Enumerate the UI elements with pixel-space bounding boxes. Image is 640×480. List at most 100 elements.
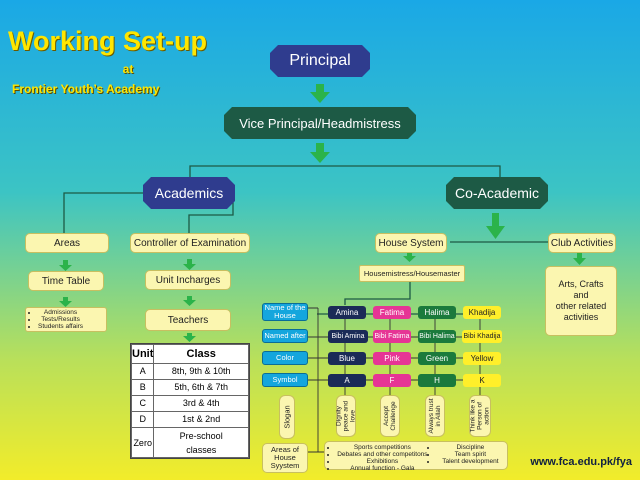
table-cell: B [130, 378, 155, 396]
node-vice-principal: Vice Principal/Headmistress [224, 107, 416, 139]
arts-line-2: and [573, 290, 589, 300]
areas-list: Admissions Tests/Results Students affair… [29, 309, 83, 330]
color-amina: Blue [328, 352, 366, 365]
list-item: Debates and other competitons [337, 451, 428, 458]
list-item: Discipline [437, 444, 504, 451]
house-name-amina: Amina [328, 306, 366, 319]
slogan-fatima: Accept Challenge [380, 395, 400, 437]
arts-line-3: other related [555, 301, 607, 311]
house-name-fatima: Fatima [373, 306, 411, 319]
symbol-halima: H [418, 374, 456, 387]
label-slogan-text: Slogan [282, 405, 292, 429]
house-name-halima: Halima [418, 306, 456, 319]
table-cell: 1st & 2nd [153, 410, 249, 429]
line-housemistress-houses [344, 282, 411, 305]
house-areas-box: Sports competitions Debates and other co… [324, 441, 508, 472]
named-after-khadija: Bibi Khadija [462, 330, 502, 343]
node-house-system: House System [375, 233, 447, 253]
title-at: at [122, 62, 134, 76]
node-club-activities: Club Activities [548, 233, 616, 253]
table-header: Class [153, 344, 249, 364]
label-areas-house-system: Areas of House Syystem [262, 443, 308, 473]
label-symbol: Symbol [262, 373, 308, 387]
arrow-principal-vp [310, 84, 330, 103]
color-halima: Green [418, 352, 456, 365]
symbol-amina: A [328, 374, 366, 387]
line-academics-children [63, 192, 145, 233]
arrow-coacademic-house [486, 213, 505, 239]
house-areas-left-list: Sports competitions Debates and other co… [328, 444, 428, 472]
areas-list-box: Admissions Tests/Results Students affair… [25, 307, 107, 332]
slogan-fatima-text: Accept Challenge [383, 401, 397, 431]
list-item: Exhibitions [337, 458, 428, 465]
arrow-teachers-table [183, 333, 196, 342]
label-house-name: Name of the House [262, 303, 308, 321]
color-fatima: Pink [373, 352, 411, 365]
arts-line-4: activities [563, 312, 599, 322]
node-academics: Academics [143, 177, 235, 209]
named-after-halima: Bibi Halima [418, 330, 456, 343]
node-principal: Principal [270, 45, 370, 77]
table-cell: D [130, 410, 155, 429]
line-vp-academics [189, 165, 501, 180]
table-cell: 8th, 9th & 10th [153, 362, 249, 380]
node-arts: Arts, Crafts and other related activitie… [545, 266, 617, 336]
named-after-fatima: Bibi Fatima [373, 330, 411, 343]
table-header-row: Unit Class [130, 344, 249, 364]
color-khadija: Yellow [463, 352, 501, 365]
slogan-khadija: Think like a Person of action [469, 395, 491, 437]
label-slogan: Slogan [279, 395, 295, 439]
house-areas-right-list: Discipline Team spirit Talent developmen… [428, 444, 504, 465]
label-named-after: Named after [262, 329, 308, 343]
arrow-house-housemistress [403, 250, 416, 262]
slogan-halima: Always trust in Allah [425, 395, 445, 437]
label-color: Color [262, 351, 308, 365]
title: Working Set-up [8, 26, 207, 56]
list-item: Annual function - Gala [337, 465, 428, 472]
arrow-units-teachers [183, 296, 196, 306]
node-housemistress: Housemistress/Housemaster [359, 265, 465, 282]
symbol-fatima: F [373, 374, 411, 387]
node-unit-incharges: Unit Incharges [145, 270, 231, 290]
table-cell: 5th, 6th & 7th [153, 378, 249, 396]
list-item: Tests/Results [38, 316, 83, 323]
symbol-khadija: K [463, 374, 501, 387]
node-areas: Areas [25, 233, 109, 253]
node-teachers: Teachers [145, 309, 231, 331]
house-name-khadija: Khadija [463, 306, 501, 319]
arrow-areas-timetable [59, 260, 72, 271]
table-cell: 3rd & 4th [153, 394, 249, 412]
list-item: Team spirit [437, 451, 504, 458]
arrow-club-arts [573, 251, 586, 265]
academy-name: Frontier Youth’s Academy [12, 82, 160, 96]
slogan-amina-text: Dignity peace and love [335, 400, 357, 432]
table-cell: C [130, 394, 155, 412]
named-after-amina: Bibi Amina [328, 330, 368, 343]
arrow-vp-split [310, 143, 330, 163]
arrows [59, 84, 586, 342]
arrow-controller-units [183, 259, 196, 270]
arts-line-1: Arts, Crafts [558, 279, 604, 289]
table-cell: Pre-school classes [153, 427, 249, 458]
list-item: Sports competitions [337, 444, 428, 451]
slogan-halima-text: Always trust in Allah [428, 398, 442, 434]
table-cell: A [130, 362, 155, 380]
table-header: Unit [130, 344, 155, 364]
table-cell: Zero [130, 427, 155, 458]
slogan-khadija-text: Think like a Person of action [469, 399, 491, 433]
node-time-table: Time Table [28, 271, 104, 291]
node-co-academic: Co-Academic [446, 177, 548, 209]
slogan-amina: Dignity peace and love [335, 395, 357, 437]
list-item: Admissions [38, 309, 83, 316]
arrow-timetable-list [59, 297, 72, 307]
website-url: www.fca.edu.pk/fya [530, 456, 632, 468]
list-item: Students affairs [38, 323, 83, 330]
node-controller: Controller of Examination [130, 233, 250, 253]
list-item: Talent development [437, 458, 504, 465]
